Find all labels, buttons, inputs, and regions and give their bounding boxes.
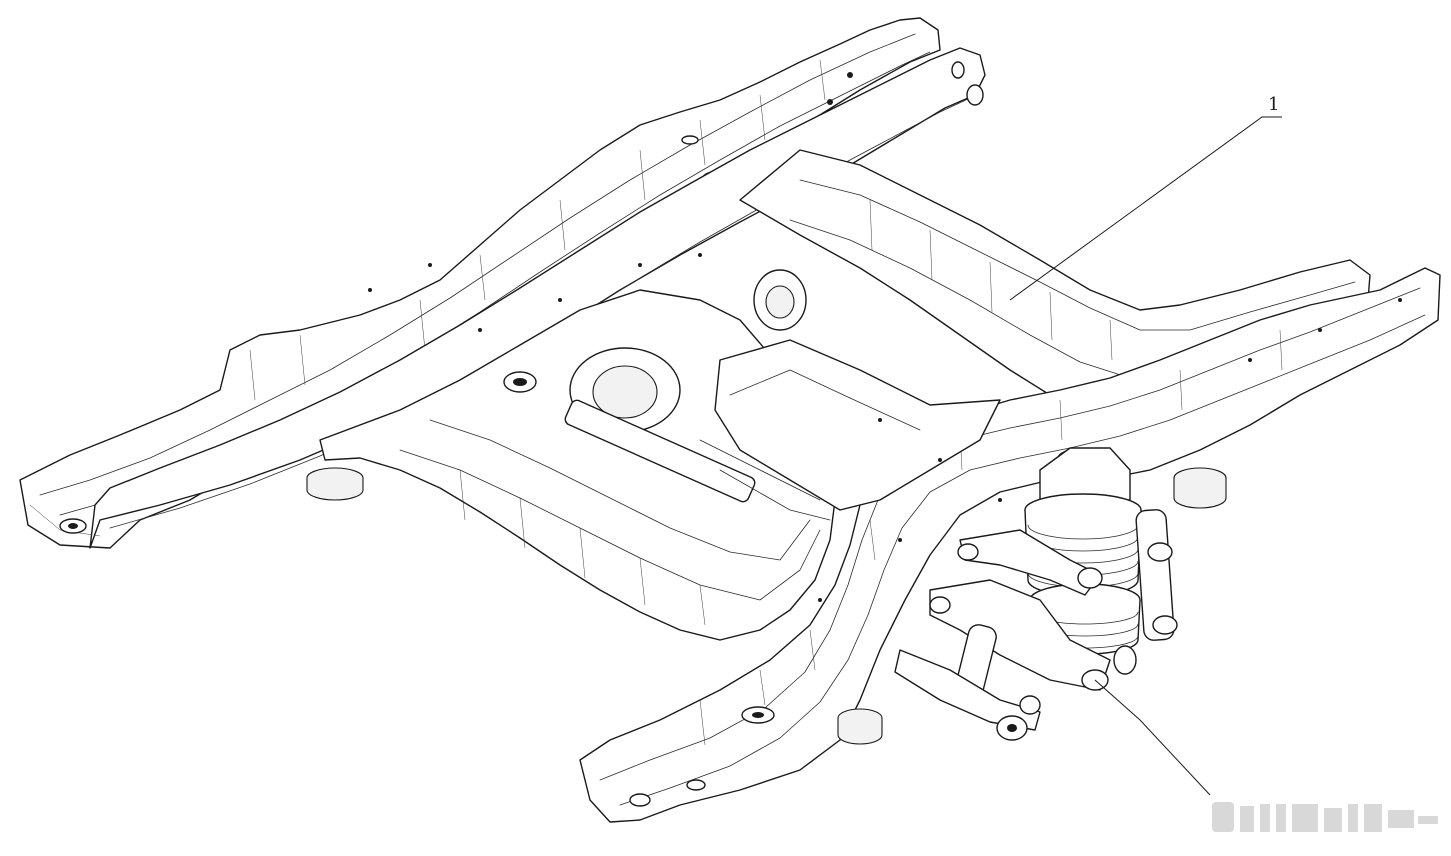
- front-crossmember: [319, 269, 836, 641]
- callout-1-leader: [1009, 116, 1282, 301]
- callout-label-1: 1: [1268, 94, 1280, 115]
- watermark: [1212, 796, 1442, 836]
- assembly-leader: [1094, 679, 1211, 796]
- callout-leaders: [1009, 116, 1282, 796]
- fastener-details: [368, 72, 1402, 602]
- center-opening: [699, 339, 1001, 521]
- suspension-links: [894, 509, 1178, 741]
- watermark-mark: [1212, 802, 1438, 832]
